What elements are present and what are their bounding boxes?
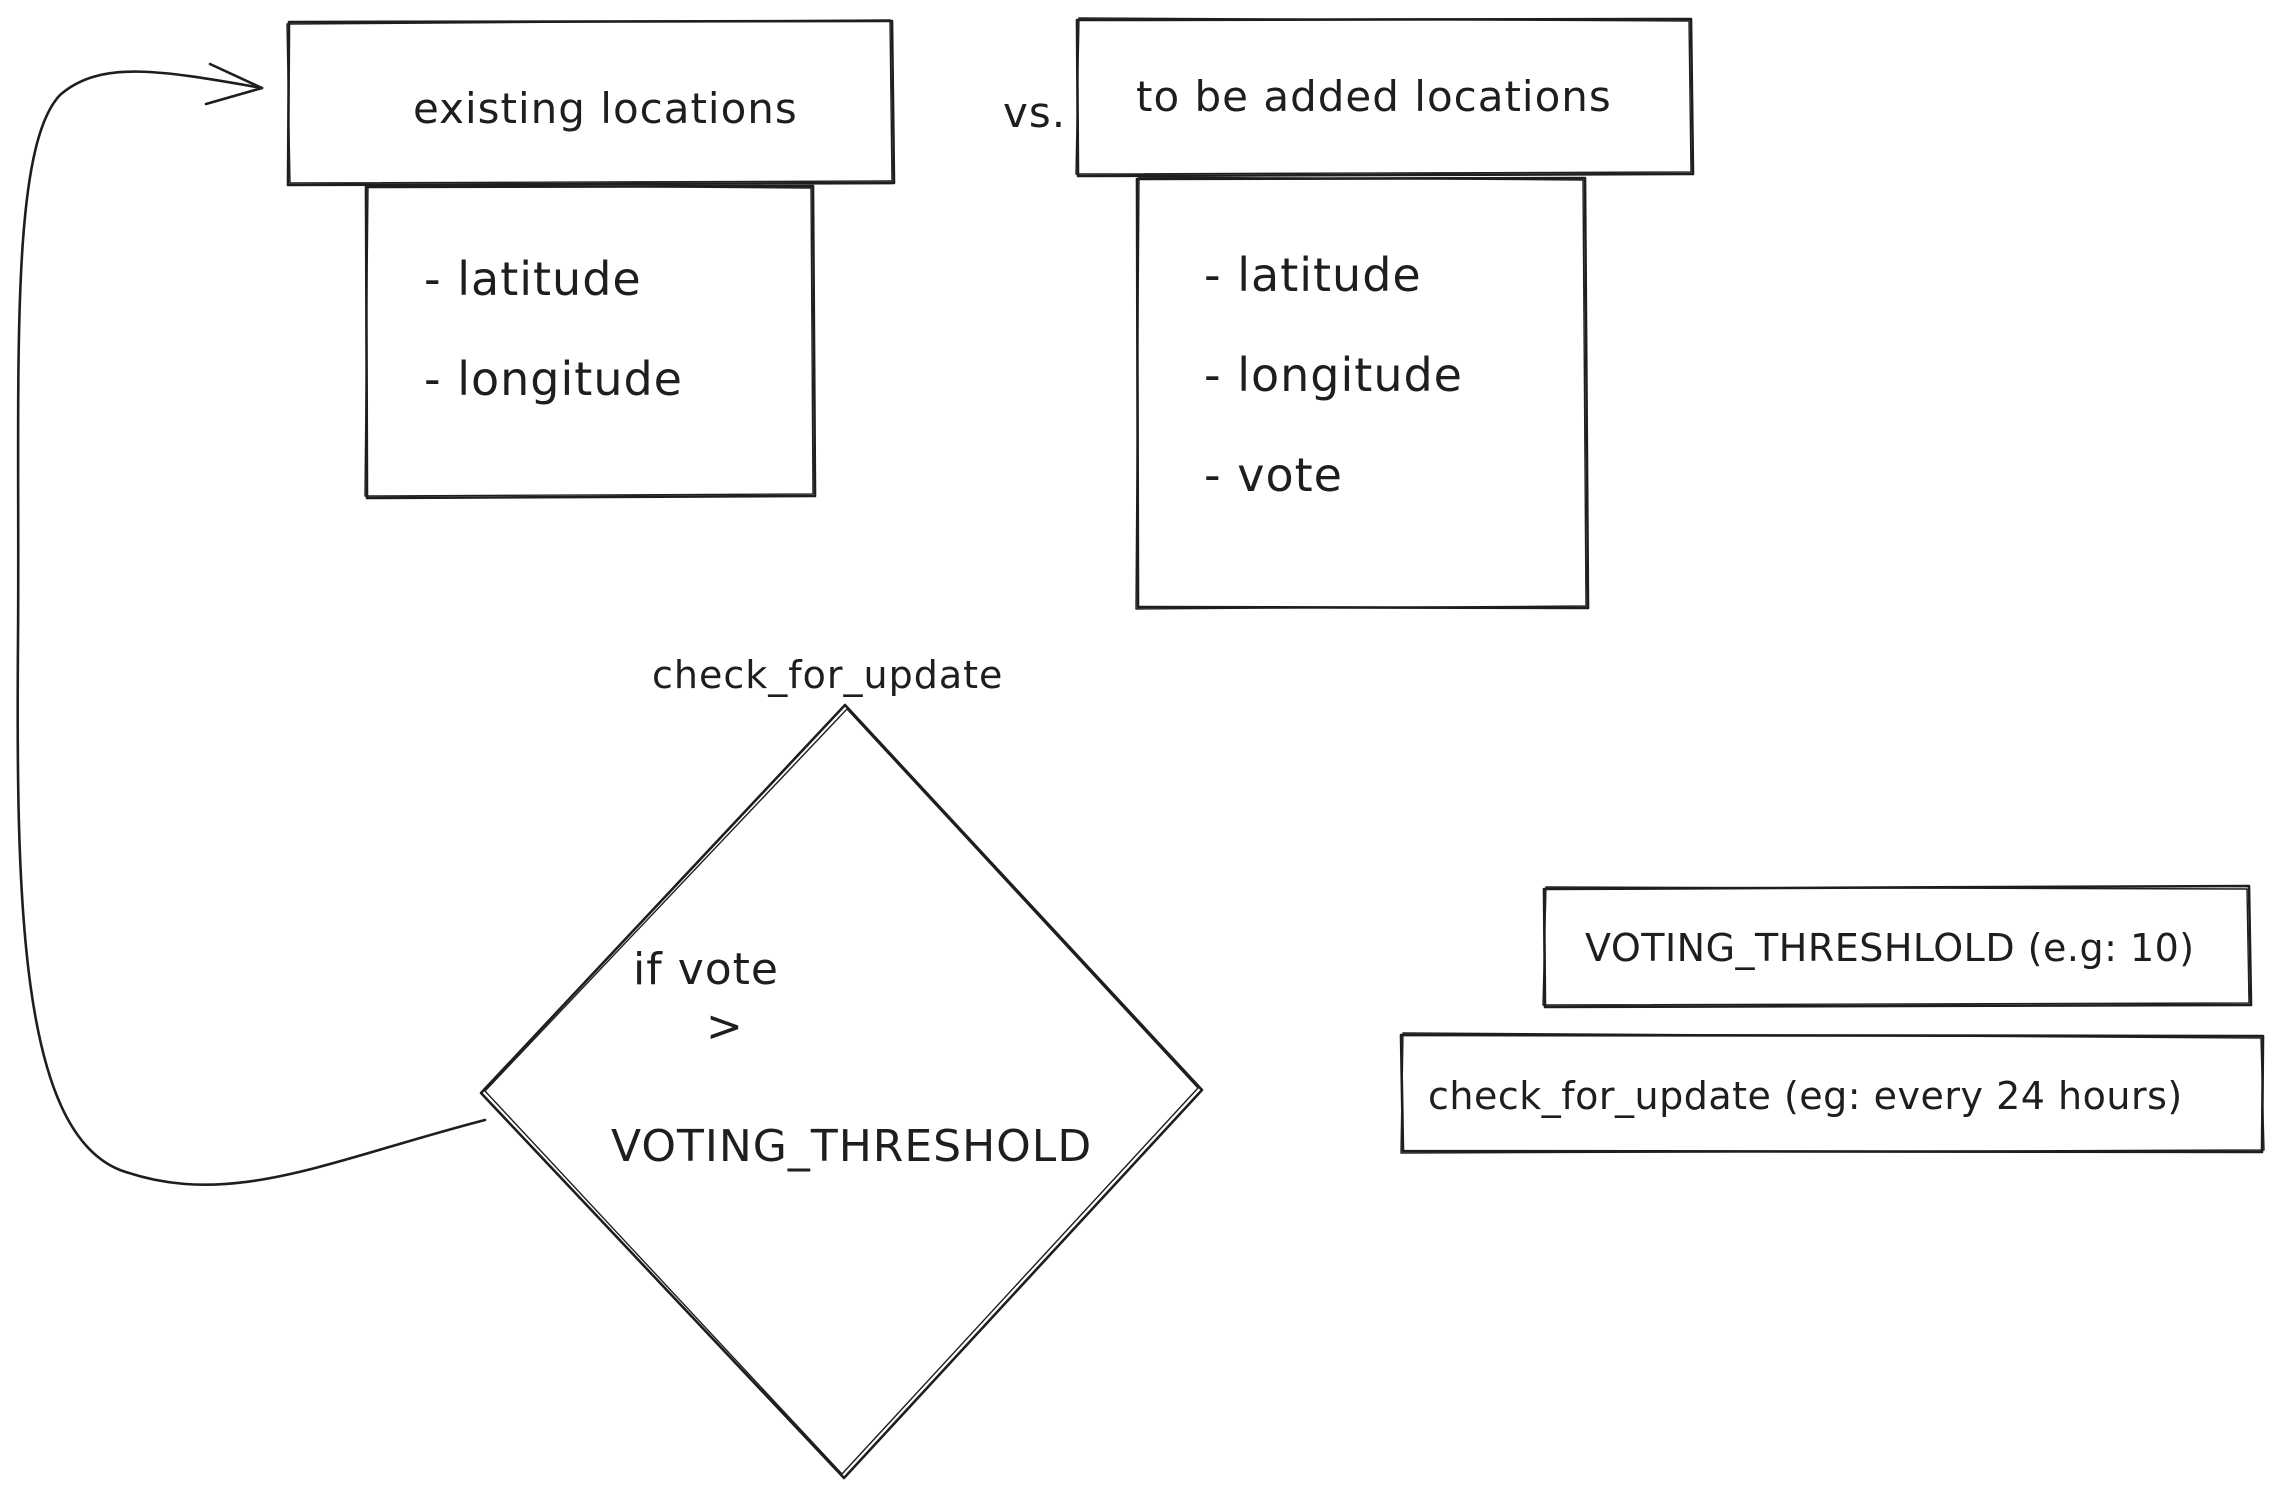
- decision-condition-line1: if vote: [633, 944, 779, 995]
- versus-label: vs.: [1003, 88, 1067, 137]
- decision-condition-threshold: VOTING_THRESHOLD: [611, 1121, 1093, 1172]
- existing-locations-header-box: [286, 19, 896, 187]
- threshold-config-box: [1542, 884, 2253, 1009]
- threshold-config-text: VOTING_THRESHLOLD (e.g: 10): [1585, 926, 2195, 970]
- to-be-added-item-vote: - vote: [1204, 448, 1343, 502]
- to-be-added-item-longitude: - longitude: [1204, 348, 1463, 402]
- decision-label: check_for_update: [652, 653, 1004, 697]
- to-be-added-item-latitude: - latitude: [1204, 248, 1422, 302]
- loop-back-arrow: [16, 62, 487, 1186]
- to-be-added-header-box: [1075, 17, 1695, 178]
- decision-diamond: [479, 703, 1204, 1480]
- schedule-config-text: check_for_update (eg: every 24 hours): [1428, 1074, 2183, 1118]
- existing-locations-title: existing locations: [413, 84, 798, 133]
- to-be-added-body-box: [1135, 176, 1590, 610]
- decision-condition-operator: >: [706, 1001, 744, 1052]
- existing-locations-body-box: [364, 184, 817, 500]
- existing-item-longitude: - longitude: [424, 352, 683, 406]
- to-be-added-title: to be added locations: [1136, 72, 1612, 121]
- existing-item-latitude: - latitude: [424, 252, 642, 306]
- schedule-config-box: [1399, 1032, 2265, 1154]
